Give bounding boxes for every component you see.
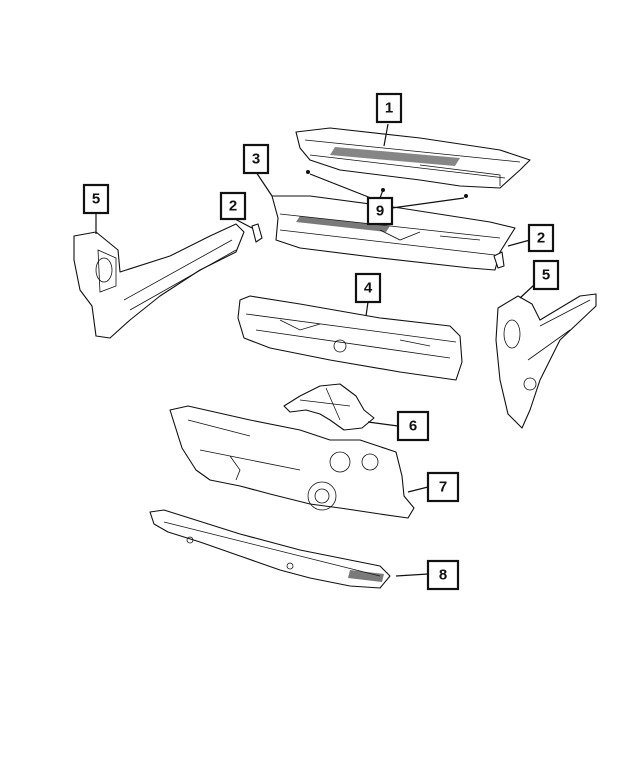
callout-8: 8 [426,559,460,591]
callout-5-left: 5 [82,183,110,215]
hinge-pillar-right-part [495,293,597,429]
callout-1: 1 [375,92,403,124]
callout-9-label: 9 [376,203,384,220]
callout-5-left-label: 5 [92,191,100,208]
callout-7: 7 [426,471,460,503]
cowl-top-screen-part [295,127,531,189]
callout-3-label: 3 [252,151,260,168]
callout-5-right: 5 [532,259,560,291]
cowl-panel-part [271,195,516,271]
callout-1-label: 1 [385,100,393,117]
dash-panel-upper-part [237,295,463,381]
callout-5-right-label: 5 [542,267,550,284]
plenum-lower-part [149,509,391,589]
callout-2-left-label: 2 [229,198,237,215]
callout-7-label: 7 [439,479,447,496]
leader-lines [95,123,535,577]
callout-4: 4 [354,272,382,304]
callout-6-label: 6 [409,418,417,435]
dash-panel-part [169,405,415,519]
callout-3: 3 [242,143,270,175]
callout-9: 9 [366,196,394,226]
clip-left-part [251,223,263,243]
dash-reinforcement-part [283,383,375,431]
callout-4-label: 4 [364,280,373,297]
clip-right-part [493,251,505,269]
callout-6: 6 [396,410,430,442]
callout-2-right-label: 2 [537,230,545,247]
callout-8-label: 8 [439,567,447,584]
callout-2-left: 2 [219,191,247,221]
hinge-pillar-left-part [73,223,245,339]
callout-2-right: 2 [527,223,555,253]
